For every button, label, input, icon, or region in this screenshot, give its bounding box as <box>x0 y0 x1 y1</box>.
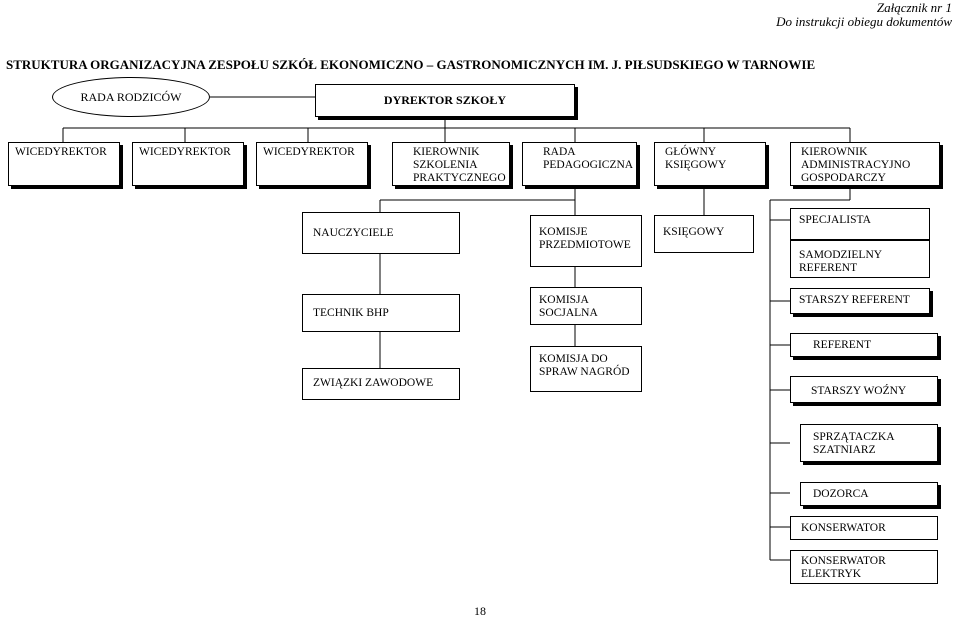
node-rada-pedagogiczna: RADA PEDAGOGICZNA <box>522 142 637 186</box>
node-komisja-socjalna: KOMISJA SOCJALNA <box>530 287 642 325</box>
node-kierownik-szkolenia: KIEROWNIK SZKOLENIA PRAKTYCZNEGO <box>392 142 510 186</box>
node-wicedyrektor-3: WICEDYREKTOR <box>256 142 368 186</box>
node-technik-bhp: TECHNIK BHP <box>302 294 460 332</box>
node-referent: REFERENT <box>790 333 938 357</box>
node-kierownik-administracyjny: KIEROWNIK ADMINISTRACYJNO GOSPODARCZY <box>790 142 940 186</box>
node-komisje-przedmiotowe: KOMISJE PRZEDMIOTOWE <box>530 215 642 267</box>
node-rada-rodzicow: RADA RODZICÓW <box>52 77 210 117</box>
node-dyrektor: DYREKTOR SZKOŁY <box>315 84 575 117</box>
node-komisja-nagrod: KOMISJA DO SPRAW NAGRÓD <box>530 346 642 392</box>
node-starszy-referent: STARSZY REFERENT <box>790 288 930 314</box>
node-samodzielny-referent: SAMODZIELNY REFERENT <box>790 240 930 278</box>
node-wicedyrektor-2: WICEDYREKTOR <box>132 142 244 186</box>
node-specjalista: SPECJALISTA <box>790 208 930 240</box>
node-konserwator: KONSERWATOR <box>790 516 938 540</box>
node-wicedyrektor-1: WICEDYREKTOR <box>8 142 120 186</box>
attachment-reference: Do instrukcji obiegu dokumentów <box>776 14 952 29</box>
node-ksiegowy: KSIĘGOWY <box>654 215 754 253</box>
chart-title: STRUKTURA ORGANIZACYJNA ZESPOŁU SZKÓŁ EK… <box>6 57 816 72</box>
node-glowny-ksiegowy: GŁÓWNY KSIĘGOWY <box>654 142 766 186</box>
node-nauczyciele: NAUCZYCIELE <box>302 212 460 254</box>
page-number: 18 <box>474 604 486 618</box>
node-dozorca: DOZORCA <box>800 482 938 506</box>
node-zwiazki-zawodowe: ZWIĄZKI ZAWODOWE <box>302 368 460 400</box>
node-konserwator-elektryk: KONSERWATOR ELEKTRYK <box>790 550 938 584</box>
attachment-label: Załącznik nr 1 <box>876 0 952 15</box>
node-starszy-wozny: STARSZY WOŹNY <box>790 376 938 403</box>
node-sprzataczka-szatniarz: SPRZĄTACZKA SZATNIARZ <box>800 424 938 462</box>
